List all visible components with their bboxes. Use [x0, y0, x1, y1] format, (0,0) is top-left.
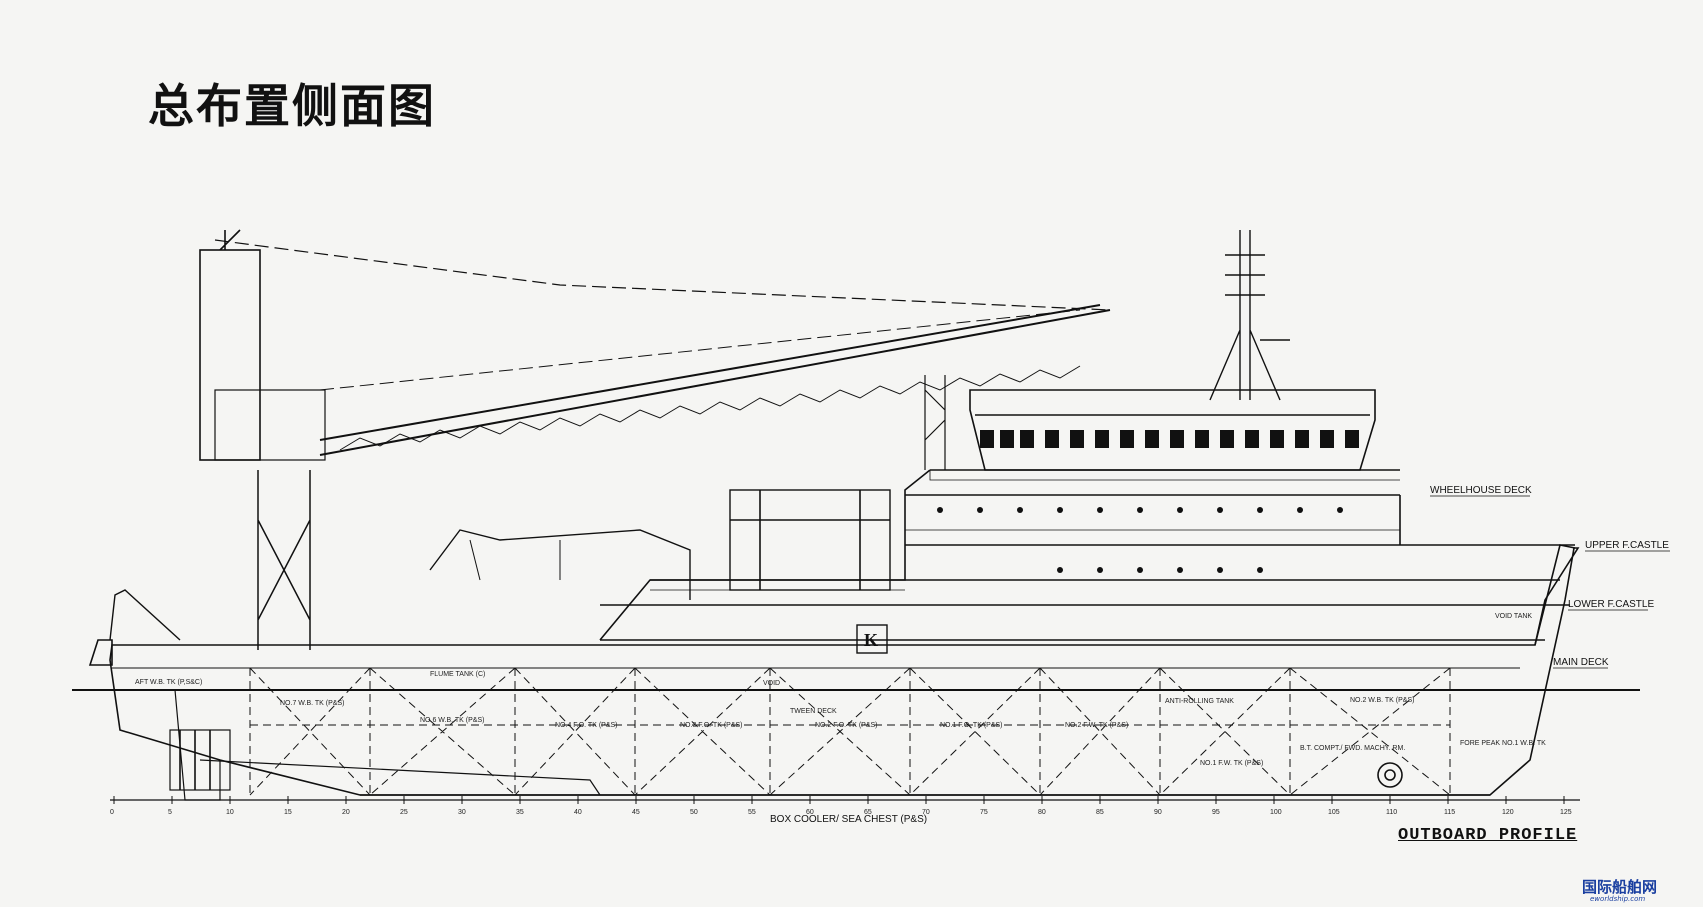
tank-label-anti-rolling: ANTI-ROLLING TANK: [1165, 698, 1234, 705]
tank-label-bt-comp: B.T. COMPT./ FWD. MACHY. RM.: [1300, 745, 1405, 752]
frame-tick-label: 60: [806, 809, 814, 816]
tank-label-void-tank: VOID TANK: [1495, 613, 1532, 620]
tank-label-flume: FLUME TANK (C): [430, 671, 485, 678]
frame-tick-label: 40: [574, 809, 582, 816]
box-cooler-label: BOX COOLER/ SEA CHEST (P&S): [770, 814, 927, 825]
wheelhouse-windows: [980, 430, 1359, 448]
frame-tick-label: 105: [1328, 809, 1340, 816]
frame-tick-label: 90: [1154, 809, 1162, 816]
page-title: 总布置侧面图: [148, 79, 436, 133]
tank-label-no7-wb: NO.7 W.B. TK (P&S): [280, 700, 344, 707]
frame-tick-label: 50: [690, 809, 698, 816]
wheelhouse: [969, 389, 1376, 471]
tank-label-fore-peak: FORE PEAK NO.1 W.B. TK: [1460, 740, 1546, 747]
tank-label-no6-wb: NO.6 W.B. TK (P&S): [420, 717, 484, 724]
tank-label-no2-wb: NO.2 W.B. TK (P&S): [1350, 697, 1414, 704]
tank-label-no2-fw: NO.2 F.W. TK (P&S): [1065, 722, 1128, 729]
frame-ruler: 0 5 10 15 20 25 30 35 40 45 50 55 60 65 70 75 80 85 90 95 10…: [110, 796, 1572, 816]
davit-frame: [729, 489, 891, 591]
frame-tick-label: 70: [922, 809, 930, 816]
tank-label-no3-fo: NO.3 F.O. TK (P&S): [680, 722, 743, 729]
tank-label-no1-fo: NO.1 F.O. TK (P&S): [940, 722, 1003, 729]
deck-label-main-deck: MAIN DECK: [1553, 657, 1609, 668]
frame-tick-label: 0: [110, 809, 114, 816]
deck-label-upper-fcastle: UPPER F.CASTLE: [1585, 540, 1669, 551]
hull-outline: [109, 547, 1580, 796]
crane-boom: [319, 304, 1111, 456]
watermark-url: eworldship.com: [1590, 895, 1646, 903]
funnel-mark: K: [864, 630, 878, 650]
frame-tick-label: 125: [1560, 809, 1572, 816]
frame-tick-label: 110: [1386, 809, 1397, 816]
tank-label-no2-fo: NO.2 F.O. TK (P&S): [815, 722, 878, 729]
frame-tick-label: 25: [400, 809, 408, 816]
frame-tick-label: 65: [864, 809, 872, 816]
tank-label-aft-wb: AFT W.B. TK (P,S&C): [135, 679, 202, 686]
frame-tick-label: 15: [284, 809, 292, 816]
frame-tick-label: 10: [226, 809, 234, 816]
tank-label-no4-fo: NO.4 F.O. TK (P&S): [555, 722, 618, 729]
frame-tick-label: 95: [1212, 809, 1220, 816]
small-crane-1: [429, 529, 691, 600]
frame-tick-label: 5: [168, 809, 172, 816]
frame-tick-label: 45: [632, 809, 640, 816]
tank-label-void: VOID: [763, 680, 780, 687]
portholes: [937, 507, 1343, 573]
deck-label-lower-fcastle: LOWER F.CASTLE: [1568, 599, 1654, 610]
frame-tick-label: 80: [1038, 809, 1046, 816]
mast: [1209, 230, 1281, 401]
crane-pedestal: [257, 470, 311, 650]
deck-label-wheelhouse: WHEELHOUSE DECK: [1430, 485, 1532, 496]
frame-tick-label: 30: [458, 809, 466, 816]
tank-label-tween-deck: TWEEN DECK: [790, 708, 837, 715]
frame-tick-label: 35: [516, 809, 524, 816]
watermark-logo: 国际船舶网: [1582, 878, 1658, 896]
frame-tick-label: 20: [342, 809, 350, 816]
outboard-profile-title: OUTBOARD PROFILE: [1398, 826, 1578, 845]
frame-tick-label: 75: [980, 809, 988, 816]
frame-tick-label: 100: [1270, 809, 1282, 816]
frame-tick-label: 115: [1444, 809, 1455, 816]
frame-tick-label: 120: [1502, 809, 1514, 816]
frame-tick-label: 55: [748, 809, 756, 816]
frame-tick-label: 85: [1096, 809, 1104, 816]
tank-label-no1-fw: NO.1 F.W. TK (P&S): [1200, 760, 1263, 767]
